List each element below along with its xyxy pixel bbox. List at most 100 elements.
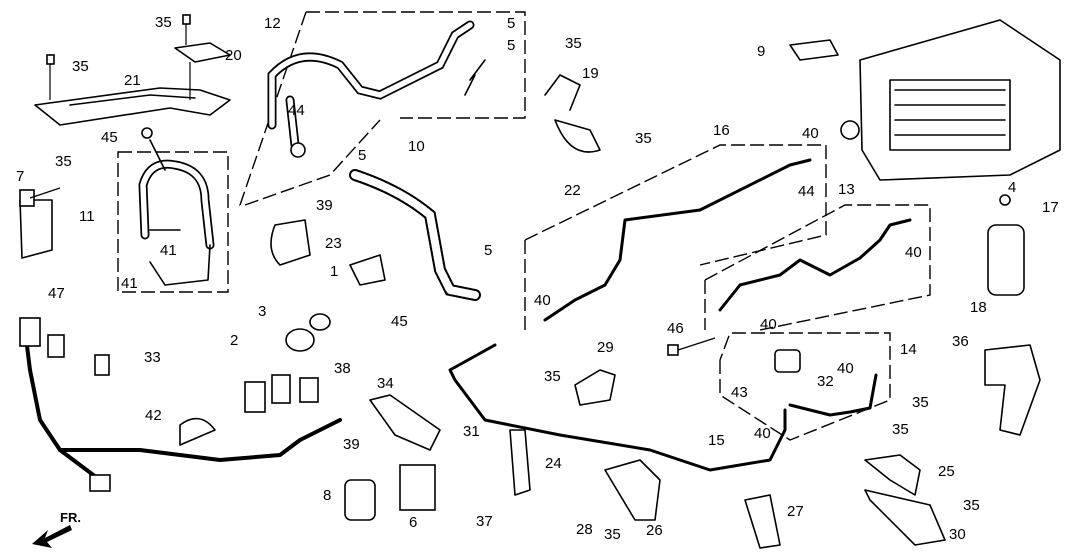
callout-35: 35 (544, 368, 561, 385)
callout-35: 35 (565, 35, 582, 52)
pipe-12 (267, 20, 486, 158)
callout-1: 1 (330, 263, 338, 280)
clamp-22 (544, 74, 601, 153)
clamp-23 (270, 219, 311, 266)
callout-44: 44 (798, 183, 815, 200)
evaporator-unit (789, 19, 1061, 181)
callout-38: 38 (334, 360, 351, 377)
callout-32: 32 (817, 373, 834, 390)
bracket-21 (34, 87, 231, 126)
pipe-16 (543, 158, 812, 322)
callout-41: 41 (160, 242, 177, 259)
callout-10: 10 (408, 138, 425, 155)
callout-5: 5 (358, 147, 366, 164)
callout-37: 37 (476, 513, 493, 530)
callout-35: 35 (892, 421, 909, 438)
callout-20: 20 (225, 47, 242, 64)
callout-43: 43 (731, 384, 748, 401)
callout-23: 23 (325, 235, 342, 252)
callout-6: 6 (409, 514, 417, 531)
callout-33: 33 (144, 349, 161, 366)
callout-40: 40 (802, 125, 819, 142)
callout-41: 41 (121, 275, 138, 292)
callout-39: 39 (316, 197, 333, 214)
callout-35: 35 (72, 58, 89, 75)
hose-11 (138, 127, 215, 286)
callout-42: 42 (145, 407, 162, 424)
relay-8 (344, 479, 376, 521)
callout-8: 8 (323, 487, 331, 504)
callout-9: 9 (757, 43, 765, 60)
callout-28: 28 (576, 521, 593, 538)
callout-16: 16 (713, 122, 730, 139)
callout-17: 17 (1042, 199, 1059, 216)
callout-25: 25 (938, 463, 955, 480)
callout-30: 30 (949, 526, 966, 543)
bracket-34 (369, 394, 441, 451)
callout-40: 40 (754, 425, 771, 442)
callout-35: 35 (912, 394, 929, 411)
callout-15: 15 (708, 432, 725, 449)
bolt-icon (46, 14, 191, 100)
callout-47: 47 (48, 285, 65, 302)
bracket-20 (174, 42, 231, 100)
callout-26: 26 (646, 522, 663, 539)
callout-34: 34 (377, 375, 394, 392)
callout-2: 2 (230, 332, 238, 349)
group-box-16 (524, 144, 827, 330)
callout-35: 35 (155, 14, 172, 31)
callout-11: 11 (79, 208, 95, 225)
sensor-2-3 (285, 313, 331, 352)
callout-13: 13 (838, 181, 855, 198)
callout-29: 29 (597, 339, 614, 356)
callout-24: 24 (545, 455, 562, 472)
pipe-main (448, 343, 787, 472)
callout-35: 35 (55, 153, 72, 170)
callout-5: 5 (507, 37, 515, 54)
callout-21: 21 (124, 72, 141, 89)
pipe-13 (718, 218, 912, 312)
front-arrow-icon (32, 525, 72, 548)
callout-27: 27 (787, 503, 804, 520)
callout-7: 7 (16, 168, 24, 185)
bracket-29 (574, 369, 616, 406)
callout-14: 14 (900, 341, 917, 358)
callout-39: 39 (343, 436, 360, 453)
hose-10 (349, 169, 481, 301)
callout-5: 5 (507, 15, 515, 32)
callout-12: 12 (264, 15, 281, 32)
receiver-dryer (987, 194, 1025, 296)
bracket-18 (984, 344, 1041, 436)
group-box-13 (704, 204, 931, 331)
bolt-46 (667, 337, 716, 356)
group-box-11 (117, 151, 229, 293)
bracket-27 (744, 494, 781, 549)
callout-22: 22 (564, 182, 581, 199)
callout-3: 3 (258, 303, 266, 320)
callout-45: 45 (391, 313, 408, 330)
callout-45: 45 (101, 129, 118, 146)
bracket-24 (509, 429, 531, 496)
callout-35: 35 (604, 526, 621, 543)
bracket-25 (864, 454, 921, 496)
callout-46: 46 (667, 320, 684, 337)
callout-40: 40 (837, 360, 854, 377)
callout-18: 18 (970, 299, 987, 316)
front-indicator: FR. (60, 510, 81, 525)
callout-35: 35 (635, 130, 652, 147)
callout-5: 5 (484, 242, 492, 259)
relay-6 (399, 464, 436, 511)
callout-40: 40 (534, 292, 551, 309)
wire-harness (19, 317, 342, 492)
callout-44: 44 (288, 102, 305, 119)
callout-40: 40 (760, 316, 777, 333)
bracket-30 (864, 489, 946, 546)
bracket-26 (604, 459, 661, 521)
pipe-14 (774, 349, 878, 417)
callout-4: 4 (1008, 179, 1016, 196)
callout-40: 40 (905, 244, 922, 261)
part-7-cover (19, 187, 61, 259)
